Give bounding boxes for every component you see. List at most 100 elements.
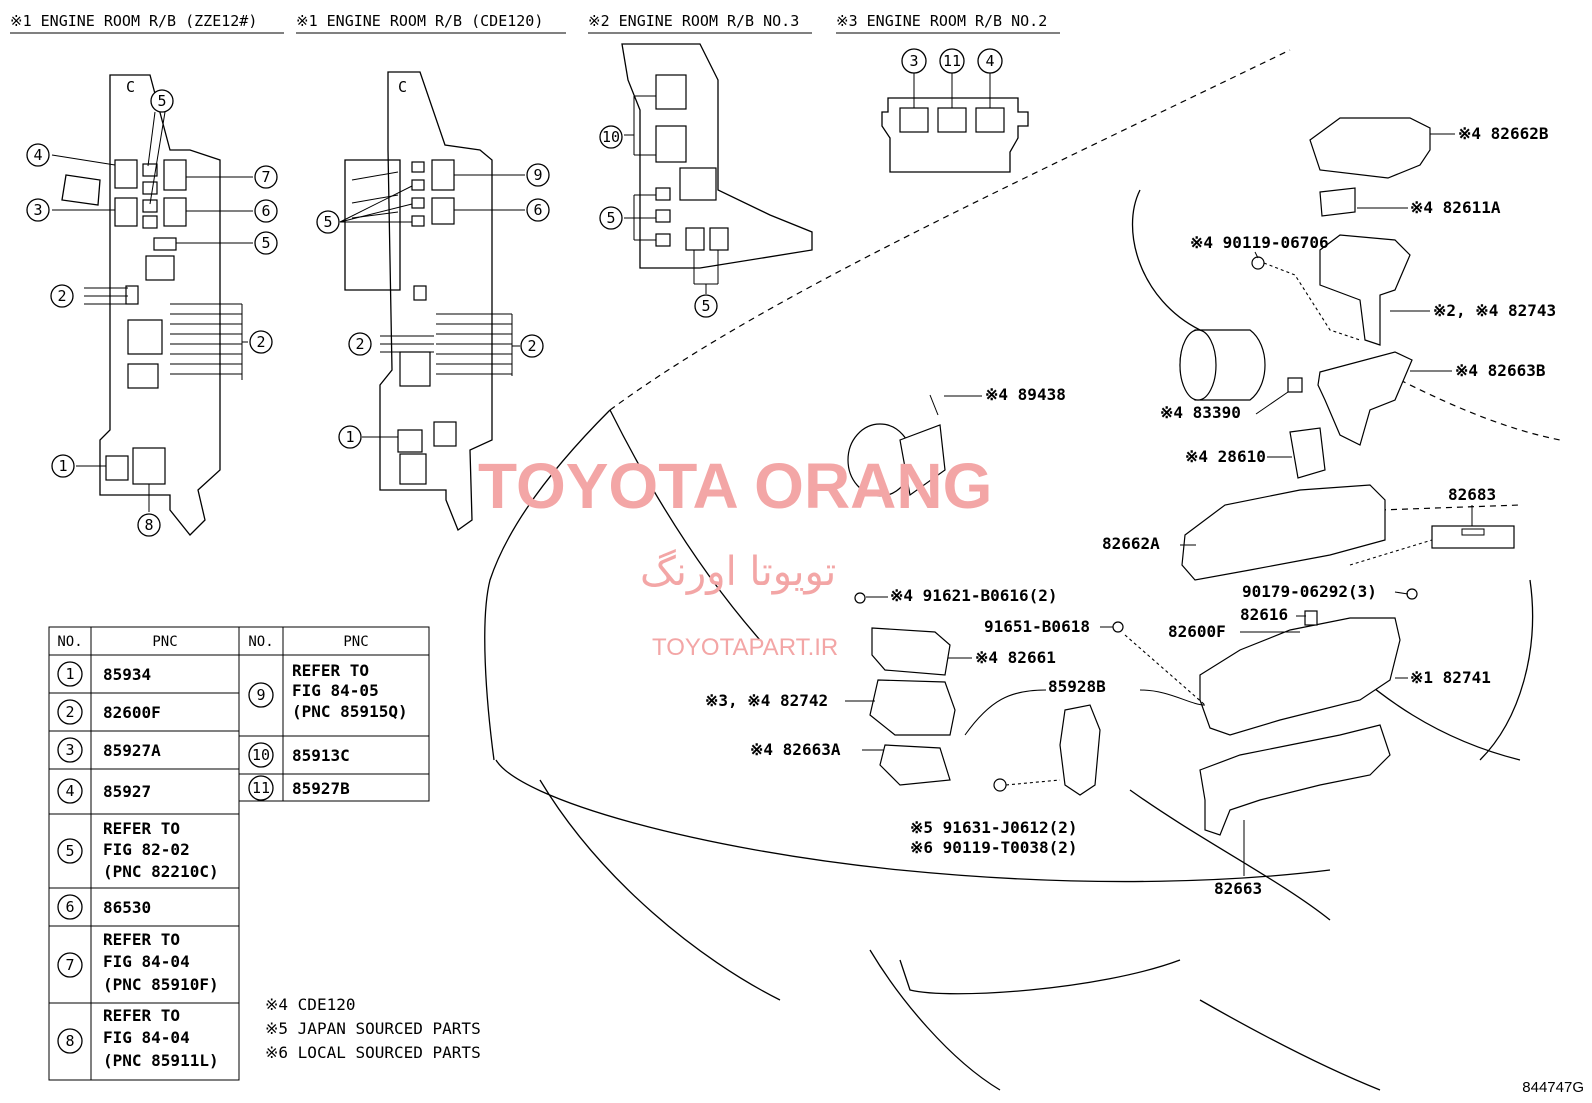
label-82616: 82616 [1240, 605, 1288, 624]
part-labels: ※4 82662B ※4 82611A ※4 90119-06706 ※2, ※… [705, 124, 1556, 898]
watermark-line2: تویوتا اورنگ [640, 549, 836, 595]
relay-box-no3-drawing: 10 5 5 [599, 43, 813, 318]
label-82683: 82683 [1448, 485, 1496, 504]
table-row9-pnc-line1: REFER TO [292, 661, 369, 680]
table-row5-pnc-line2: FIG 82-02 [103, 840, 190, 859]
watermark-line3: TOYOTAPART.IR [652, 634, 838, 661]
header-rb-cde120: ※1 ENGINE ROOM R/B (CDE120) [296, 12, 543, 30]
table-row10-no: 10 [252, 746, 270, 764]
callout-b1-4: 4 [33, 146, 42, 164]
table-row2-pnc: 82600F [103, 703, 161, 722]
table-row11-no: 11 [252, 779, 270, 797]
table-row7-pnc-line2: FIG 84-04 [103, 952, 190, 971]
table-row6-pnc: 86530 [103, 898, 151, 917]
watermark: TOYOTA ORANG تویوتا اورنگ TOYOTAPART.IR [478, 450, 992, 661]
callout-b1-2b: 2 [256, 333, 265, 351]
label-90179-06292: 90179-06292(3) [1242, 582, 1377, 601]
callout-b1-7: 7 [261, 168, 270, 186]
label-91651-b0618: 91651-B0618 [984, 617, 1090, 636]
figure-id: 844747G [1522, 1079, 1584, 1096]
callout-b1-3: 3 [33, 201, 42, 219]
callout-b2-1: 1 [345, 428, 354, 446]
label-82662a: 82662A [1102, 534, 1160, 553]
label-82663b: ※4 82663B [1455, 361, 1546, 380]
callout-b4-3: 3 [909, 52, 918, 70]
table-row9-pnc-line3: (PNC 85915Q) [292, 702, 408, 721]
table-row8-pnc-line3: (PNC 85911L) [103, 1051, 219, 1070]
relay-letter-c: C [126, 78, 135, 96]
table-row3-no: 3 [65, 741, 74, 759]
callout-b1-8: 8 [144, 516, 153, 534]
callout-b3-5b: 5 [701, 297, 710, 315]
callout-b1-2a: 2 [57, 287, 66, 305]
table-header-no-left: NO. [57, 634, 82, 650]
table-row7-pnc-line1: REFER TO [103, 930, 180, 949]
table-row1-no: 1 [65, 665, 74, 683]
table-row6-no: 6 [65, 898, 74, 916]
label-82742: ※3, ※4 82742 [705, 691, 828, 710]
label-82663a: ※4 82663A [750, 740, 841, 759]
relay-box-no2-drawing: 3 11 4 [881, 48, 1029, 173]
table-row5-pnc-line1: REFER TO [103, 819, 180, 838]
footnotes: ※4 CDE120 ※5 JAPAN SOURCED PARTS ※6 LOCA… [265, 995, 481, 1062]
label-28610: ※4 28610 [1185, 447, 1266, 466]
component-sketches [847, 117, 1515, 836]
label-83390: ※4 83390 [1160, 403, 1241, 422]
table-row5-no: 5 [65, 842, 74, 860]
callout-b3-10: 10 [602, 128, 620, 146]
callout-b2-9: 9 [533, 166, 542, 184]
note-local-sourced: ※6 LOCAL SOURCED PARTS [265, 1043, 481, 1062]
callout-b3-5a: 5 [606, 209, 615, 227]
header-rb-no3: ※2 ENGINE ROOM R/B NO.3 [588, 12, 799, 30]
table-row8-pnc-line1: REFER TO [103, 1006, 180, 1025]
callout-b2-5: 5 [323, 213, 332, 231]
table-row10-pnc: 85913C [292, 746, 350, 765]
parts-table: NO. PNC NO. PNC 1 85934 2 82600F 3 85927… [48, 626, 430, 1081]
table-row4-pnc: 85927 [103, 782, 151, 801]
header-rb-no2: ※3 ENGINE ROOM R/B NO.2 [836, 12, 1047, 30]
label-90119-t0038: ※6 90119-T0038(2) [910, 838, 1078, 857]
callout-b4-4: 4 [985, 52, 994, 70]
label-82600f: 82600F [1168, 622, 1226, 641]
label-91621-b0616: ※4 91621-B0616(2) [890, 586, 1058, 605]
table-row11-pnc: 85927B [292, 779, 350, 798]
callout-b1-1: 1 [58, 457, 67, 475]
watermark-line1: TOYOTA ORANG [478, 450, 992, 522]
label-82741: ※1 82741 [1410, 668, 1491, 687]
label-90119-06706: ※4 90119-06706 [1190, 233, 1329, 252]
table-header-pnc-right: PNC [343, 634, 368, 650]
table-row1-pnc: 85934 [103, 665, 151, 684]
table-header-no-right: NO. [248, 634, 273, 650]
label-82663: 82663 [1214, 879, 1262, 898]
table-row3-pnc: 85927A [103, 741, 161, 760]
table-row8-no: 8 [65, 1032, 74, 1050]
vehicle-engine-bay-outline [484, 49, 1561, 1091]
callout-b2-6: 6 [533, 201, 542, 219]
label-85928b: 85928B [1048, 677, 1106, 696]
table-row5-pnc-line3: (PNC 82210C) [103, 862, 219, 881]
relay-letter-c-2: C [398, 78, 407, 96]
label-82611a: ※4 82611A [1410, 198, 1501, 217]
relay-box-cde120-drawing: C 9 6 5 [316, 71, 550, 532]
label-82662b: ※4 82662B [1458, 124, 1549, 143]
note-japan-sourced: ※5 JAPAN SOURCED PARTS [265, 1019, 481, 1038]
label-89438: ※4 89438 [985, 385, 1066, 404]
callout-b1-5b: 5 [261, 234, 270, 252]
callout-b2-2b: 2 [527, 337, 536, 355]
note-cde120: ※4 CDE120 [265, 995, 355, 1014]
callout-b4-11: 11 [943, 52, 961, 70]
section-headers: ※1 ENGINE ROOM R/B (ZZE12#) ※1 ENGINE RO… [10, 12, 1060, 34]
label-91631-j0612: ※5 91631-J0612(2) [910, 818, 1078, 837]
table-row7-no: 7 [65, 956, 74, 974]
callout-b1-6: 6 [261, 202, 270, 220]
callout-b2-2a: 2 [355, 335, 364, 353]
header-rb-zze12: ※1 ENGINE ROOM R/B (ZZE12#) [10, 12, 257, 30]
table-header-pnc-left: PNC [152, 634, 177, 650]
label-82661: ※4 82661 [975, 648, 1056, 667]
table-row8-pnc-line2: FIG 84-04 [103, 1028, 190, 1047]
table-row4-no: 4 [65, 782, 74, 800]
callout-b1-5a: 5 [157, 92, 166, 110]
table-row9-pnc-line2: FIG 84-05 [292, 681, 379, 700]
